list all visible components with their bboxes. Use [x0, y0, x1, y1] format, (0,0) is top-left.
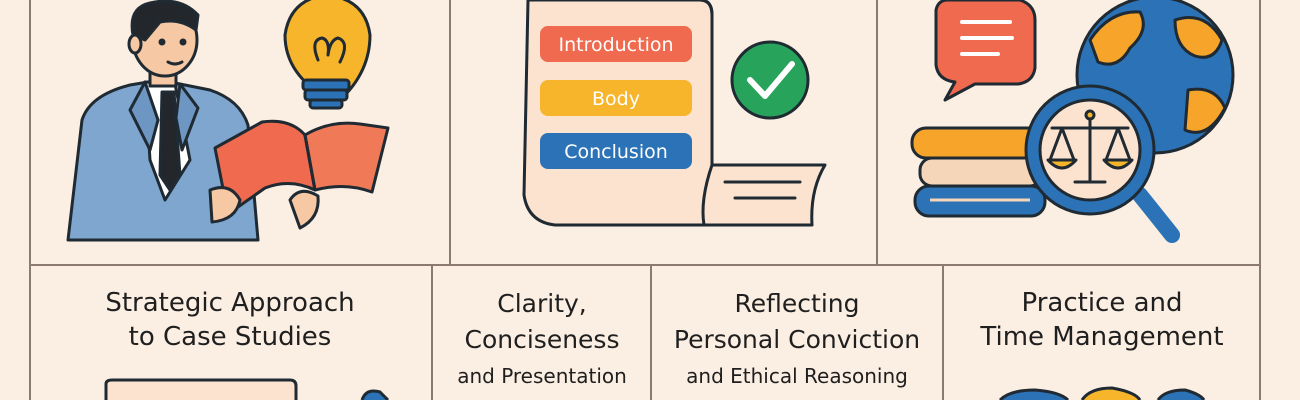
pill-label: Introduction: [558, 34, 673, 56]
pill-label: Body: [592, 88, 640, 110]
pill-background: [540, 133, 692, 169]
chat-bubble-icon: [934, 0, 1037, 102]
card-title-reflecting: Reflecting Personal Conviction and Ethic…: [655, 286, 939, 394]
pill-conclusion: Conclusion: [540, 133, 692, 169]
man-reading-icon: [66, 0, 390, 242]
pill-label: Conclusion: [564, 141, 668, 163]
pill-introduction: Introduction: [540, 26, 692, 62]
card-title-line: Clarity,: [497, 289, 587, 318]
checkmark-icon: [730, 40, 810, 120]
books-stack-icon: [910, 126, 1047, 218]
card-title-line: Time Management: [980, 322, 1224, 352]
card-title-line: Practice and: [1021, 288, 1183, 318]
panel-grid-lines: [29, 0, 1261, 400]
card-title-line: Conciseness: [464, 325, 620, 354]
scales-of-justice-icon: [1046, 109, 1134, 184]
lightbulb-icon: [283, 0, 372, 110]
card-title-line: Strategic Approach: [105, 288, 355, 318]
card-title-line: to Case Studies: [128, 322, 332, 352]
card-title-strategic-approach: Strategic Approach to Case Studies: [40, 286, 420, 354]
card-title-line: and Presentation: [457, 364, 627, 388]
card1-bottom-illustration-peek: [104, 378, 390, 400]
card-title-clarity: Clarity, Conciseness and Presentation: [436, 286, 648, 394]
card4-bottom-illustration-peek: [998, 386, 1206, 400]
pill-background: [540, 80, 692, 116]
card-title-line: Reflecting: [734, 289, 860, 318]
pill-body: Body: [540, 80, 692, 116]
card-title-line: and Ethical Reasoning: [686, 364, 908, 388]
card-title-line: Personal Conviction: [673, 325, 921, 354]
pill-background: [540, 26, 692, 62]
card-title-practice: Practice and Time Management: [947, 286, 1257, 354]
